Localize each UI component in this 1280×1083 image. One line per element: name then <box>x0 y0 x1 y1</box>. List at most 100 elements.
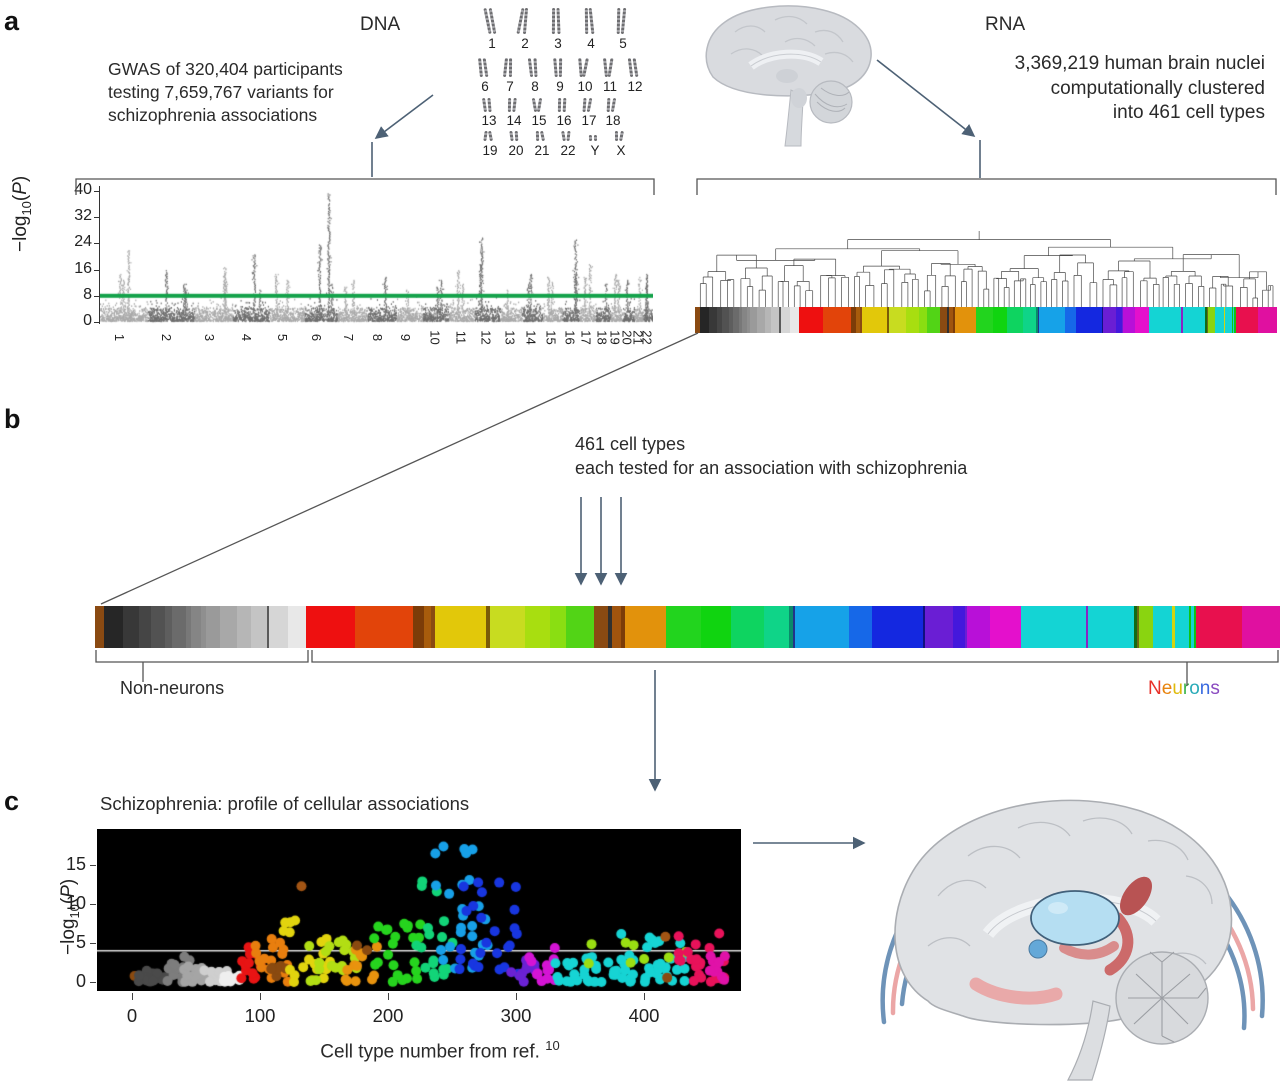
celltype-color-segment <box>975 307 993 333</box>
chromosome-number: 4 <box>587 36 595 51</box>
panel-b-label: b <box>4 404 21 434</box>
chromosome-number: 8 <box>531 79 539 94</box>
chromosome-number: 6 <box>481 79 489 94</box>
chromosome-glyph <box>588 7 595 35</box>
chromosome-glyph <box>558 57 563 78</box>
celltype-color-segment <box>355 606 414 648</box>
manhattan-y-tick-mark <box>94 322 100 323</box>
chromosome-glyph <box>610 97 617 113</box>
chromosome-number: 1 <box>488 36 496 51</box>
celltype-color-segment <box>200 606 207 648</box>
b-description: 461 cell types each tested for an associ… <box>575 434 968 479</box>
celltype-color-segment <box>1195 606 1243 648</box>
chromosome-glyph <box>619 130 624 142</box>
chromosome-glyph <box>508 57 513 78</box>
celltype-color-segment <box>1152 606 1172 648</box>
celltype-color-segment <box>1191 606 1194 648</box>
celltype-color-segment <box>1206 307 1208 333</box>
celltype-color-segment <box>1205 307 1207 333</box>
scatter-x-tick-mark <box>516 993 517 1000</box>
manhattan-y-axis-label: −log10(P) <box>10 176 34 252</box>
celltype-color-segment <box>1171 606 1175 648</box>
manhattan-chromosome-label: 10 <box>427 330 443 345</box>
celltype-color-segment <box>756 307 765 333</box>
celltype-color-segment <box>749 307 757 333</box>
scatter-x-tick-mark <box>260 993 261 1000</box>
celltype-color-segment <box>1258 307 1277 333</box>
celltype-color-segment <box>708 307 717 333</box>
scatter-x-tick-label: 400 <box>628 1005 660 1026</box>
celltype-color-segment <box>1232 307 1234 333</box>
dendrogram-tree <box>699 231 1274 307</box>
chromosome-glyph <box>584 7 589 35</box>
chromosome-glyph <box>551 7 556 35</box>
chromosome-glyph <box>488 130 493 142</box>
brain-sagittal-icon <box>705 5 872 147</box>
dna-label: DNA <box>360 14 401 35</box>
scatter-x-tick-mark <box>644 993 645 1000</box>
chromosome-number: 3 <box>554 36 562 51</box>
celltype-color-segment <box>856 307 860 333</box>
celltype-color-segment <box>1122 307 1124 333</box>
scatter-y-tick-label: 5 <box>75 932 86 952</box>
celltype-color-segment <box>236 606 251 648</box>
celltype-color-segment <box>413 606 424 648</box>
celltype-color-segment <box>435 606 487 648</box>
manhattan-chromosome-label: 17 <box>579 330 595 345</box>
celltype-color-segment <box>1235 307 1259 333</box>
chromosome-glyph <box>536 97 543 113</box>
chromosome-glyph <box>620 7 627 35</box>
rna-arrow <box>876 59 976 137</box>
celltype-colorbar-b <box>95 606 1280 648</box>
celltype-color-segment <box>1214 307 1224 333</box>
rna-description: 3,369,219 human brain nuclei computation… <box>1014 53 1265 124</box>
chromosome-glyph <box>562 97 567 113</box>
manhattan-y-tick-label: 8 <box>83 285 92 303</box>
celltype-color-segment <box>789 307 799 333</box>
celltype-color-segment <box>795 606 849 648</box>
celltype-color-segment <box>953 307 956 333</box>
manhattan-ylabel-p: P <box>10 182 31 195</box>
manhattan-chromosome-label: 7 <box>340 333 356 342</box>
celltype-color-segment <box>1007 307 1024 333</box>
neurons-label-letter: N <box>1148 678 1162 699</box>
chromosome-number: 19 <box>482 143 498 158</box>
manhattan-chromosome-label: 8 <box>370 333 386 342</box>
chromosome-number: 21 <box>534 143 550 158</box>
chromosome-glyph <box>512 97 517 113</box>
scatter-y-tick-mark <box>90 865 96 866</box>
celltype-color-segment <box>732 307 740 333</box>
manhattan-ylabel-close: ) <box>10 175 31 183</box>
manhattan-chromosome-label: 16 <box>562 330 578 345</box>
chromosome-glyph <box>616 7 621 35</box>
panel-c-label: c <box>4 786 20 816</box>
celltype-color-segment <box>1188 606 1192 648</box>
celltype-color-segment <box>1149 307 1182 333</box>
celltype-color-segment <box>955 307 976 333</box>
celltype-color-segment <box>287 606 307 648</box>
chromosome-number: 5 <box>619 36 627 51</box>
celltype-color-segment <box>822 307 852 333</box>
chromosome-glyph <box>561 130 566 142</box>
celltype-color-segment <box>1193 606 1196 648</box>
chromosome-glyph <box>507 97 512 113</box>
celltype-color-segment <box>925 606 954 648</box>
celltype-color-segment <box>621 606 625 648</box>
celltype-color-segment <box>746 307 750 333</box>
manhattan-chromosome-label: 6 <box>309 333 325 342</box>
scatter-y-tick-label: 0 <box>75 971 86 991</box>
celltype-color-segment <box>779 307 781 333</box>
celltype-color-segment <box>266 606 270 648</box>
manhattan-y-tick-mark <box>94 243 100 245</box>
manhattan-y-tick-mark <box>94 295 100 297</box>
scatter-x-axis-label: Cell type number from ref. 10 <box>240 1038 640 1063</box>
celltype-color-segment <box>701 606 732 648</box>
chromosome-number: X <box>616 143 626 158</box>
manhattan-chromosome-label: 3 <box>201 333 217 342</box>
scatter-y-tick-label: 15 <box>65 854 86 874</box>
chromosome-glyph <box>557 97 562 113</box>
celltype-color-segment <box>967 606 991 648</box>
chromosome-glyph <box>487 97 492 113</box>
celltype-color-segment <box>862 307 888 333</box>
